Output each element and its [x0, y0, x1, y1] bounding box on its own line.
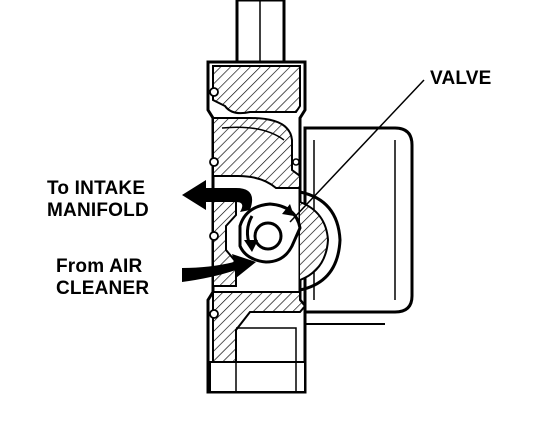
valve-leader-line — [289, 79, 425, 223]
flow-arrow-from-air — [182, 254, 256, 282]
valve-label: VALVE — [430, 68, 492, 89]
from-air-label-line1: From AIR — [56, 256, 142, 277]
throttle-body — [206, 60, 342, 394]
to-intake-label-line2: MANIFOLD — [47, 200, 149, 221]
from-air-label-line2: CLEANER — [56, 278, 149, 299]
upper-pipe — [235, 0, 286, 72]
rotary-valve — [238, 202, 302, 264]
flow-arrow-to-intake — [182, 180, 253, 212]
to-intake-label-line1: To INTAKE — [47, 178, 145, 199]
